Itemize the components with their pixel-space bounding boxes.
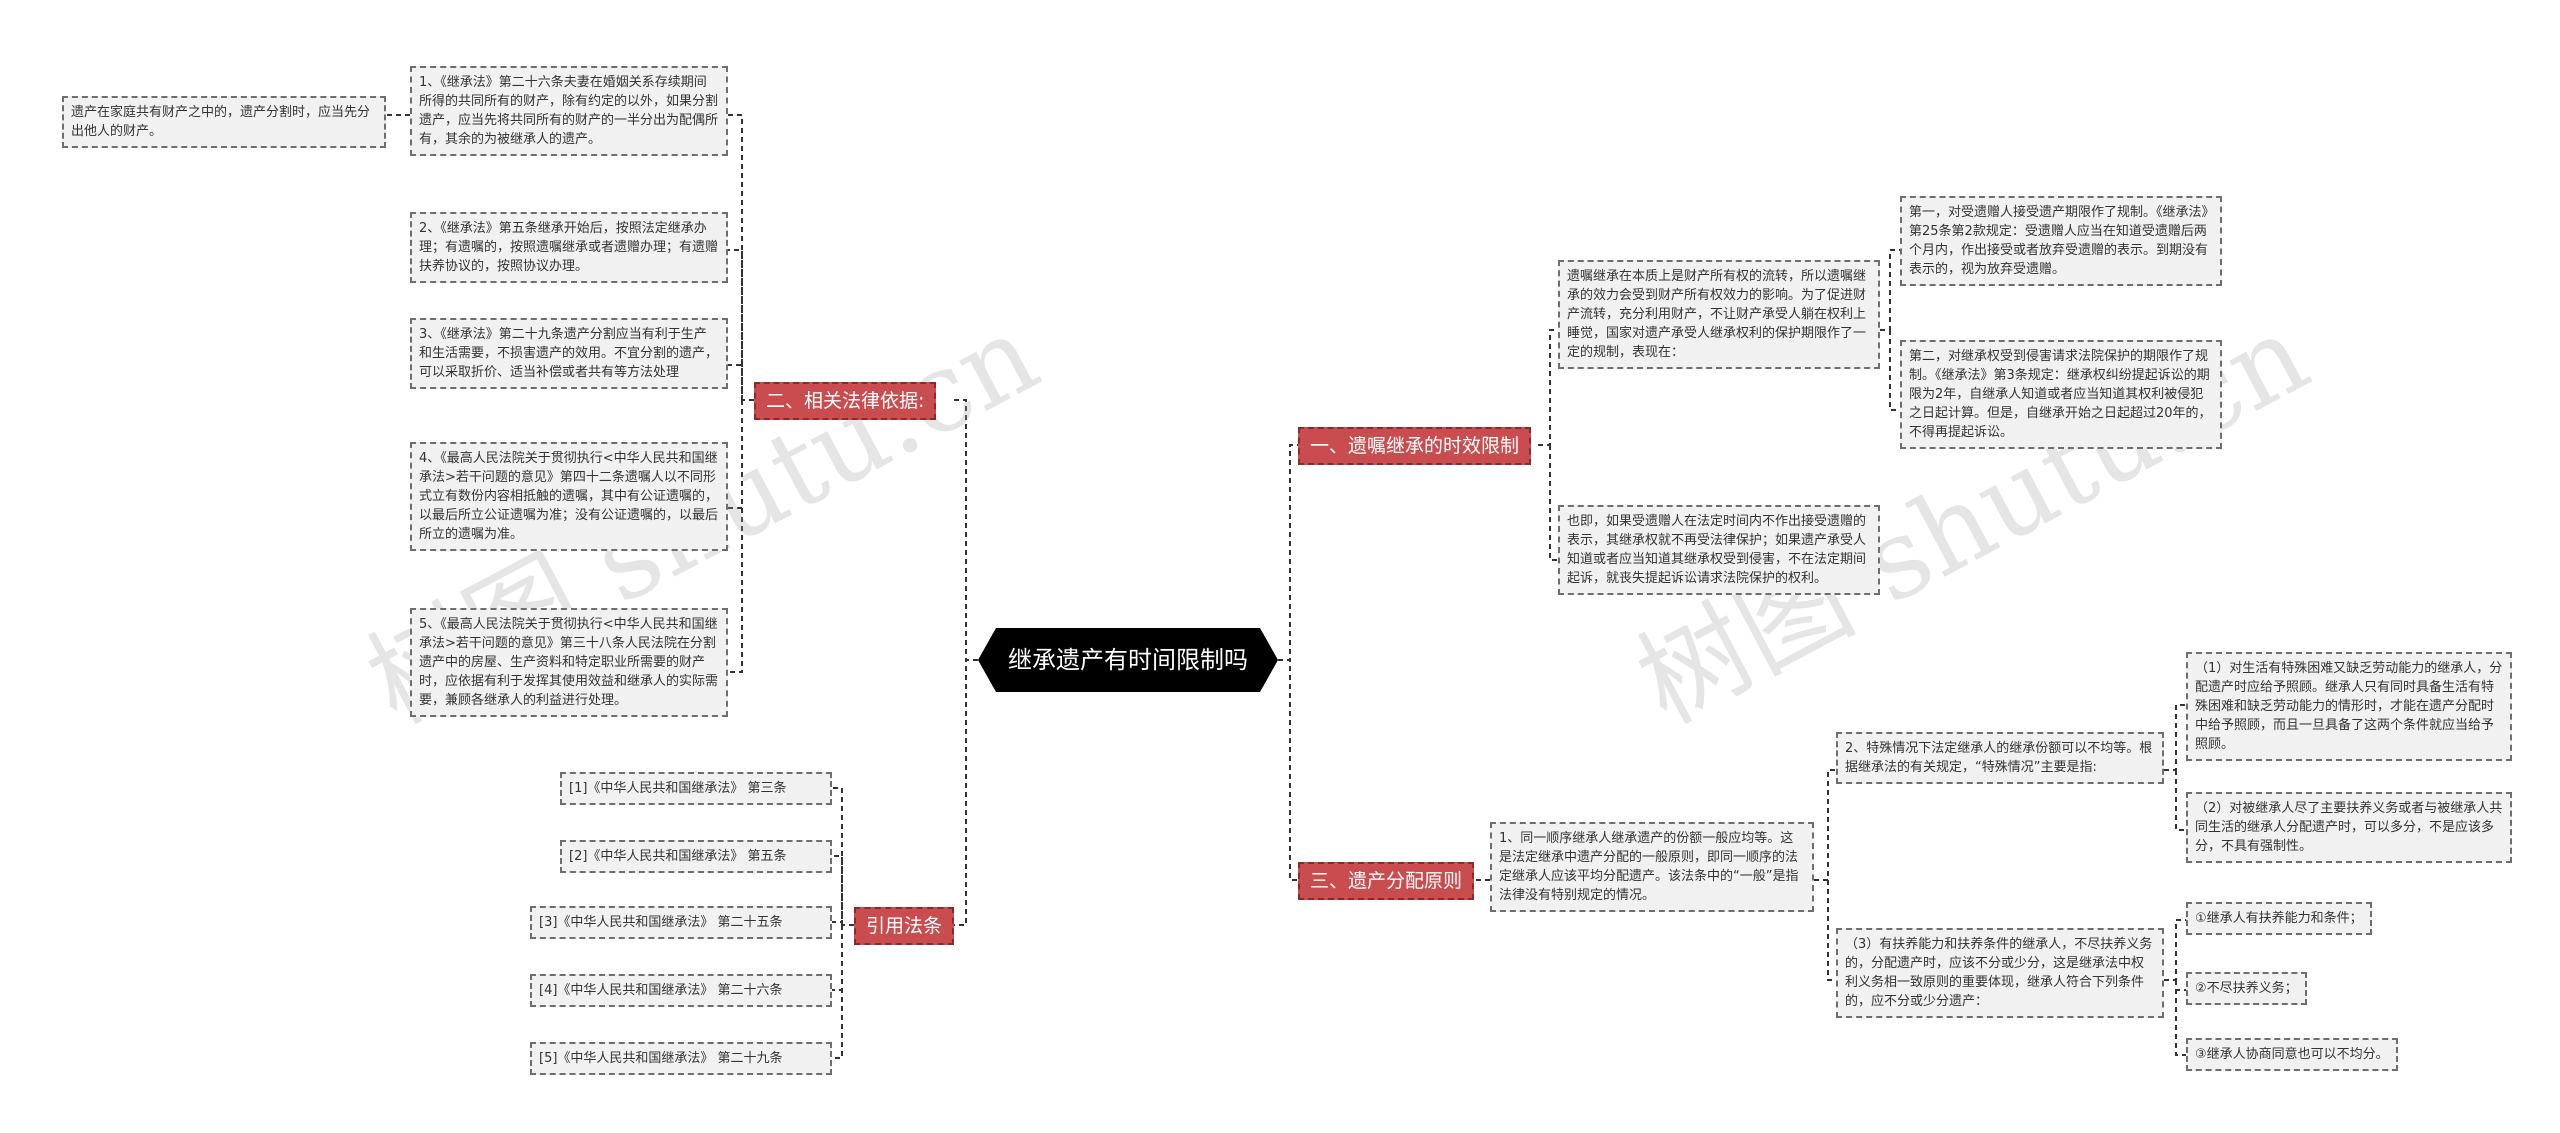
law-basis-note[interactable]: 遗产在家庭共有财产之中的，遗产分割时，应当先分出他人的财产。 xyxy=(62,96,386,148)
citation-4[interactable]: [4]《中华人民共和国继承法》 第二十六条 xyxy=(530,974,832,1007)
law-basis-5[interactable]: 5、《最高人民法院关于贯彻执行<中华人民共和国继承法>若干问题的意见》第三十八条… xyxy=(410,608,728,717)
support-condition-3[interactable]: ③继承人协商同意也可以不均分。 xyxy=(2186,1038,2398,1071)
time-limit-summary[interactable]: 也即，如果受遗赠人在法定时间内不作出接受遗赠的表示，其继承权就不再受法律保护；如… xyxy=(1558,505,1880,595)
law-basis-4[interactable]: 4、《最高人民法院关于贯彻执行<中华人民共和国继承法>若干问题的意见》第四十二条… xyxy=(410,442,728,551)
distribution-support[interactable]: （3）有扶养能力和扶养条件的继承人，不尽扶养义务的，分配遗产时，应该不分或少分，… xyxy=(1836,928,2164,1018)
distribution-special[interactable]: 2、特殊情况下法定继承人的继承份额可以不均等。根据继承法的有关规定，“特殊情况”… xyxy=(1836,732,2164,784)
branch-time-limit[interactable]: 一、遗嘱继承的时效限制 xyxy=(1298,427,1532,465)
citation-2[interactable]: [2]《中华人民共和国继承法》 第五条 xyxy=(560,840,832,873)
law-basis-1[interactable]: 1、《继承法》第二十六条夫妻在婚姻关系存续期间所得的共同所有的财产，除有约定的以… xyxy=(410,66,728,156)
branch-citations[interactable]: 引用法条 xyxy=(854,907,955,945)
citation-5[interactable]: [5]《中华人民共和国继承法》 第二十九条 xyxy=(530,1042,832,1075)
citation-3[interactable]: [3]《中华人民共和国继承法》 第二十五条 xyxy=(530,906,832,939)
branch-distribution[interactable]: 三、遗产分配原则 xyxy=(1298,862,1475,900)
support-condition-2[interactable]: ②不尽扶养义务； xyxy=(2186,972,2307,1005)
time-limit-first[interactable]: 第一，对受遗赠人接受遗产期限作了规制。《继承法》第25条第2款规定：受遗赠人应当… xyxy=(1900,196,2222,286)
time-limit-second[interactable]: 第二，对继承权受到侵害请求法院保护的期限作了规制。《继承法》第3条规定：继承权纠… xyxy=(1900,340,2222,449)
distribution-equal[interactable]: 1、同一顺序继承人继承遗产的份额一般应均等。这是法定继承中遗产分配的一般原则，即… xyxy=(1490,822,1814,912)
law-basis-3[interactable]: 3、《继承法》第二十九条遗产分割应当有利于生产和生活需要，不损害遗产的效用。不宜… xyxy=(410,318,728,389)
root-node[interactable]: 继承遗产有时间限制吗 xyxy=(978,628,1278,692)
law-basis-2[interactable]: 2、《继承法》第五条继承开始后，按照法定继承办理；有遗嘱的，按照遗嘱继承或者遗赠… xyxy=(410,212,728,283)
time-limit-intro[interactable]: 遗嘱继承在本质上是财产所有权的流转，所以遗嘱继承的效力会受到财产所有权效力的影响… xyxy=(1558,260,1880,369)
special-case-2[interactable]: （2）对被继承人尽了主要扶养义务或者与被继承人共同生活的继承人分配遗产时，可以多… xyxy=(2186,792,2512,863)
citation-1[interactable]: [1]《中华人民共和国继承法》 第三条 xyxy=(560,772,832,805)
special-case-1[interactable]: （1）对生活有特殊困难又缺乏劳动能力的继承人，分配遗产时应给予照顾。继承人只有同… xyxy=(2186,652,2512,761)
support-condition-1[interactable]: ①继承人有扶养能力和条件； xyxy=(2186,902,2372,935)
branch-law-basis[interactable]: 二、相关法律依据: xyxy=(754,382,937,420)
